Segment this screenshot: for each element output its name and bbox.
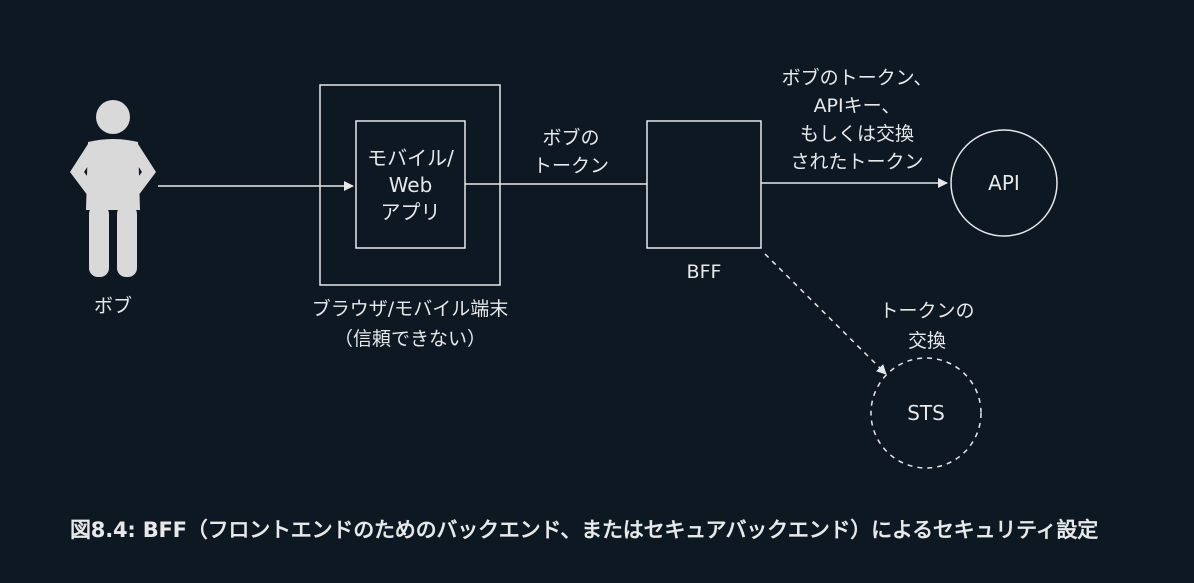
figure-caption: 図8.4: BFF（フロントエンドのためのバックエンド、またはセキュアバックエン…: [70, 518, 1099, 542]
edge-to-api-line-2: APIキー、: [813, 95, 901, 117]
edge-to-api-line-1: ボブのトークン、: [781, 67, 933, 89]
app-inner-line-3: アプリ: [380, 200, 441, 224]
sts-circle: [870, 357, 982, 469]
device-outer-label: ブラウザ/モバイル端末 （信頼できない）: [260, 294, 560, 354]
edge-bob-token-label: ボブの トークン: [506, 124, 636, 180]
bff-label: BFF: [686, 261, 722, 283]
edge-exchange-line-1: トークンの: [879, 300, 975, 322]
device-outer-line-1: ブラウザ/モバイル端末: [311, 298, 509, 320]
sts-label: STS: [907, 401, 945, 425]
app-inner-line-1: モバイル/: [367, 146, 454, 170]
edge-exchange-line-2: 交換: [907, 330, 946, 352]
edge-bob-token-line-2: トークン: [532, 155, 609, 177]
person-label: ボブ: [93, 295, 132, 317]
app-inner-label: モバイル/ Web アプリ: [356, 145, 465, 226]
bff-box: [646, 120, 762, 249]
api-label: API: [988, 171, 1020, 195]
arrow-bff-to-sts: [764, 253, 887, 375]
edge-to-api-line-3: もしくは交換: [799, 123, 914, 145]
device-outer-line-2: （信頼できない）: [333, 328, 486, 350]
edge-exchange-label: トークンの 交換: [852, 296, 1002, 356]
app-inner-line-2: Web: [388, 173, 433, 197]
api-circle: [950, 129, 1058, 237]
device-outer-box: [319, 84, 501, 286]
edge-to-api-label: ボブのトークン、 APIキー、 もしくは交換 されたトークン: [752, 64, 962, 176]
edge-bob-token-line-1: ボブの: [542, 127, 600, 149]
edge-to-api-line-4: されたトークン: [790, 151, 924, 173]
person-icon: [70, 100, 156, 277]
